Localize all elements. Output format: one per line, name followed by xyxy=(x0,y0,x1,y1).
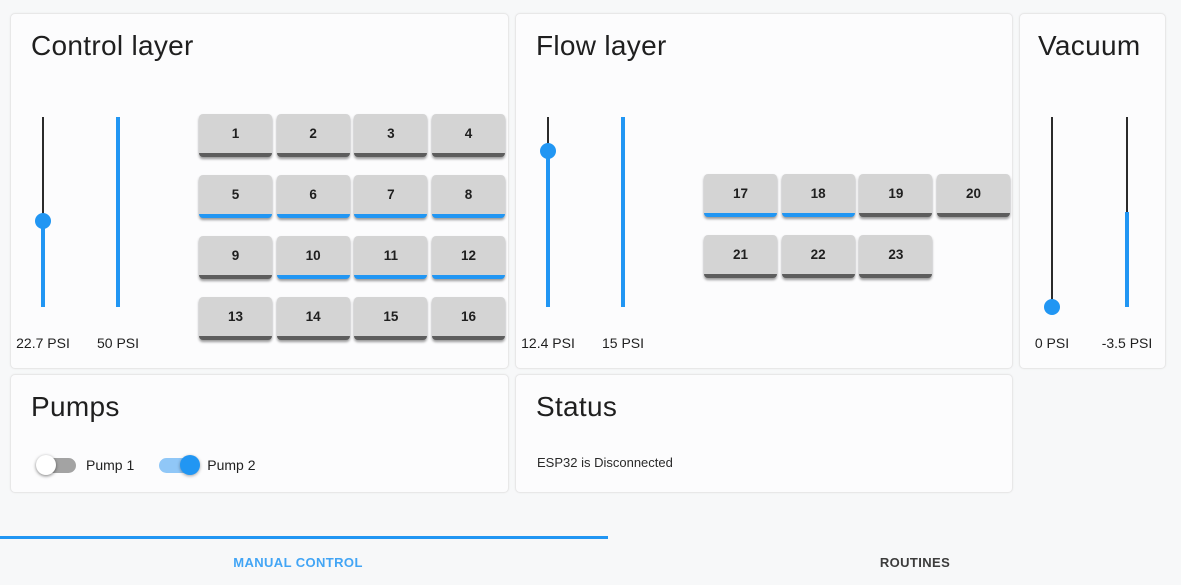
pump-1-toggle[interactable] xyxy=(36,455,76,475)
slider-active-track xyxy=(1125,212,1129,307)
valve-button-8[interactable]: 8 xyxy=(432,175,506,218)
vertical-slider[interactable]: 12.4 PSI xyxy=(516,117,580,351)
pump-2-label: Pump 2 xyxy=(207,457,256,473)
pump-2-toggle[interactable] xyxy=(159,455,201,475)
status-message: ESP32 is Disconnected xyxy=(537,455,673,470)
pumps-title: Pumps xyxy=(31,391,120,422)
slider-value-label: 22.7 PSI xyxy=(16,335,70,351)
slider-active-track xyxy=(621,117,625,307)
vacuum-card: Vacuum 0 PSI -3.5 PSI xyxy=(1019,13,1166,369)
valve-button-4[interactable]: 4 xyxy=(432,114,506,157)
valve-button-2[interactable]: 2 xyxy=(276,114,350,157)
flow-layer-sliders: 12.4 PSI 15 PSI xyxy=(516,117,666,351)
slider-rail xyxy=(1051,117,1053,307)
vertical-slider[interactable]: 0 PSI xyxy=(1020,117,1084,351)
pump-2-group: Pump 2 xyxy=(159,455,280,475)
valve-button-9[interactable]: 9 xyxy=(199,236,272,279)
slider-value-label: 0 PSI xyxy=(1034,335,1070,351)
valve-button-1[interactable]: 1 xyxy=(199,114,272,157)
valve-button-7[interactable]: 7 xyxy=(354,175,428,218)
valve-button-15[interactable]: 15 xyxy=(354,297,428,340)
valve-button-12[interactable]: 12 xyxy=(432,236,506,279)
pump-switches: Pump 1 Pump 2 xyxy=(36,455,281,475)
valve-button-5[interactable]: 5 xyxy=(199,175,272,218)
slider-active-track xyxy=(116,117,120,307)
toggle-knob[interactable] xyxy=(36,455,56,475)
status-card: Status ESP32 is Disconnected xyxy=(515,374,1013,493)
valve-button-20[interactable]: 20 xyxy=(937,174,1011,217)
slider-thumb[interactable] xyxy=(35,212,51,229)
vertical-slider[interactable]: -3.5 PSI xyxy=(1095,117,1159,351)
valve-button-17[interactable]: 17 xyxy=(704,174,777,217)
vacuum-title: Vacuum xyxy=(1038,30,1141,61)
valve-button-16[interactable]: 16 xyxy=(432,297,506,340)
slider-rail xyxy=(42,117,44,307)
valve-button-19[interactable]: 19 xyxy=(859,174,933,217)
slider-value-label: 15 PSI xyxy=(601,335,645,351)
valve-button-21[interactable]: 21 xyxy=(704,235,777,278)
slider-active-track xyxy=(41,220,45,307)
pumps-card: Pumps Pump 1 Pump 2 xyxy=(10,374,509,493)
slider-value-label: -3.5 PSI xyxy=(1101,335,1153,351)
status-title: Status xyxy=(536,391,618,422)
active-tab-indicator xyxy=(0,536,608,539)
valve-button-6[interactable]: 6 xyxy=(276,175,350,218)
control-layer-sliders: 22.7 PSI 50 PSI xyxy=(11,117,161,351)
slider-thumb[interactable] xyxy=(1044,299,1060,315)
valve-button-11[interactable]: 11 xyxy=(354,236,428,279)
vertical-slider[interactable]: 15 PSI xyxy=(591,117,655,351)
slider-value-label: 50 PSI xyxy=(96,335,140,351)
tab-manual-control[interactable]: MANUAL CONTROL xyxy=(227,554,369,571)
toggle-knob[interactable] xyxy=(180,455,201,475)
valve-button-22[interactable]: 22 xyxy=(781,235,855,278)
slider-value-label: 12.4 PSI xyxy=(521,335,575,351)
pump-1-group: Pump 1 xyxy=(36,455,159,475)
valve-button-23[interactable]: 23 xyxy=(859,235,933,278)
valve-button-13[interactable]: 13 xyxy=(199,297,272,340)
vertical-slider[interactable]: 50 PSI xyxy=(86,117,150,351)
valve-button-14[interactable]: 14 xyxy=(276,297,350,340)
slider-active-track xyxy=(546,151,550,307)
pump-1-label: Pump 1 xyxy=(86,457,135,473)
slider-thumb[interactable] xyxy=(540,143,556,160)
tab-routines[interactable]: ROUTINES xyxy=(874,554,956,571)
control-layer-title: Control layer xyxy=(31,30,194,61)
flow-layer-title: Flow layer xyxy=(536,30,667,61)
vertical-slider[interactable]: 22.7 PSI xyxy=(11,117,75,351)
valve-button-18[interactable]: 18 xyxy=(781,174,855,217)
valve-button-3[interactable]: 3 xyxy=(354,114,428,157)
vacuum-sliders: 0 PSI -3.5 PSI xyxy=(1020,117,1170,351)
valve-button-10[interactable]: 10 xyxy=(276,236,350,279)
